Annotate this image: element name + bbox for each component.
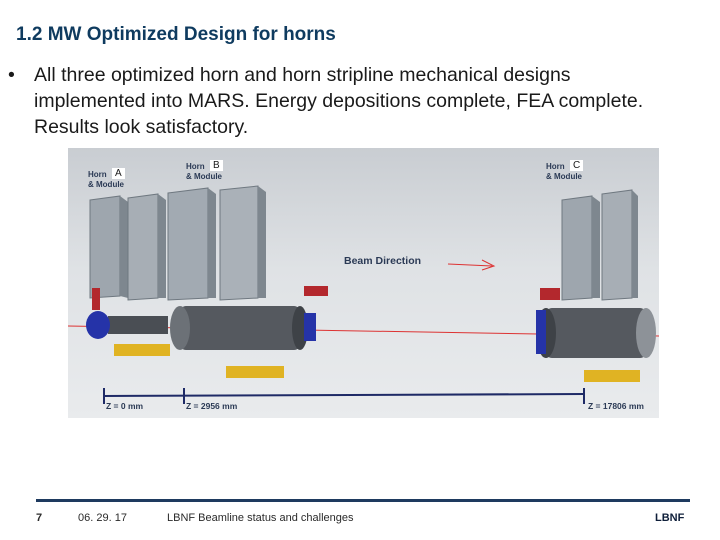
z1-label: Z = 2956 mm [186,401,238,411]
module-a-label: Horn & Module [88,170,124,189]
bullet-dot: • [8,64,15,86]
module-c-panels [561,189,638,301]
footer-brand: LBNF [655,512,685,524]
z0-label: Z = 0 mm [106,401,144,411]
module-b-letter: B [210,160,223,171]
module-c-label: Horn & Module [546,162,582,181]
module-b-panels [167,185,266,301]
slide-title: 1.2 MW Optimized Design for horns [16,24,336,45]
horn-a [86,288,170,356]
module-c-letter: C [570,160,584,171]
horn-c [536,288,656,382]
horn-b [170,286,328,378]
z-axis-dimension [103,388,585,404]
module-a-letter: A [112,168,125,179]
z2-label: Z = 17806 mm [588,401,644,411]
horn-layout-figure: Horn & Module A Horn & Module B Horn & M… [68,148,659,418]
page-number: 7 [36,512,43,524]
horn-layout-drawing [68,185,659,404]
module-b-label: Horn & Module [186,162,222,181]
beam-direction-label: Beam Direction [344,255,422,267]
beam-direction-arrow [447,259,496,271]
footer-date: 06. 29. 17 [78,512,127,524]
bullet-text: All three optimized horn and horn stripl… [34,64,644,138]
footer-subtitle: LBNF Beamline status and challenges [167,512,354,524]
module-a-panels [89,193,166,301]
footer-divider [36,499,690,502]
